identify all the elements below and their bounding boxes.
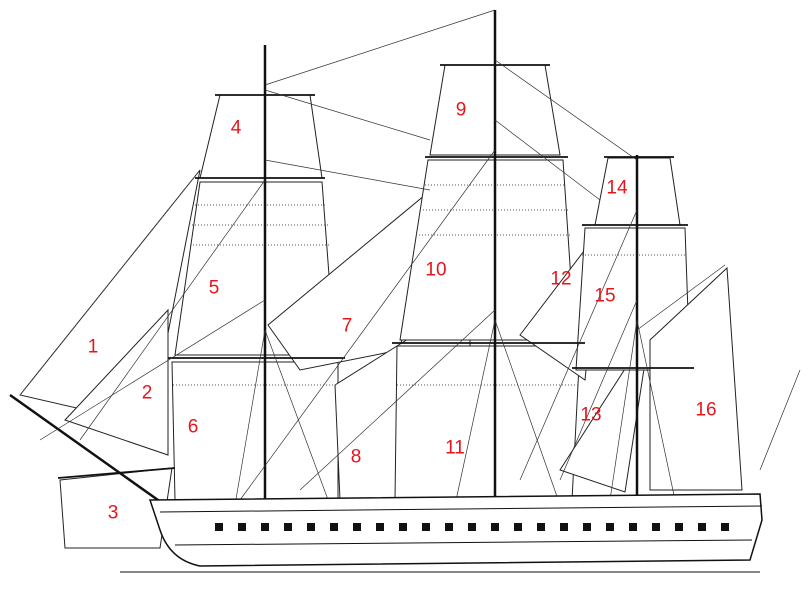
gunport — [215, 523, 223, 531]
gunport — [376, 523, 384, 531]
gunport — [537, 523, 545, 531]
sail-label-12: 12 — [550, 268, 572, 290]
sail-label-2: 2 — [141, 382, 153, 404]
sail-11 — [394, 345, 581, 501]
gunport — [491, 523, 499, 531]
sail-label-13: 13 — [580, 404, 602, 426]
gunport — [445, 523, 453, 531]
sail-label-8: 8 — [350, 446, 362, 468]
gunport — [261, 523, 269, 531]
sail-label-15: 15 — [594, 285, 616, 307]
gunport — [284, 523, 292, 531]
sail-label-4: 4 — [230, 117, 242, 139]
sail-16 — [649, 266, 743, 491]
gunport — [330, 523, 338, 531]
sail-label-7: 7 — [341, 315, 353, 337]
sail-label-11: 11 — [445, 437, 465, 459]
sail-label-6: 6 — [187, 416, 199, 438]
gunport — [468, 523, 476, 531]
hull — [148, 493, 763, 567]
sail-4 — [199, 94, 323, 179]
gunport — [399, 523, 407, 531]
gunport — [583, 523, 591, 531]
sail-label-14: 14 — [606, 177, 628, 199]
sail-2 — [64, 308, 169, 456]
gunport — [606, 523, 614, 531]
sail-label-5: 5 — [208, 277, 220, 299]
sail-label-3: 3 — [107, 502, 119, 524]
gunport — [514, 523, 522, 531]
sail-label-16: 16 — [695, 399, 717, 421]
sail-label-1: 1 — [87, 336, 99, 358]
sail-label-9: 9 — [455, 99, 467, 121]
gunport — [560, 523, 568, 531]
gunport — [238, 523, 246, 531]
gunport — [675, 523, 683, 531]
gunport — [698, 523, 706, 531]
sail-label-10: 10 — [425, 259, 447, 281]
gunport — [422, 523, 430, 531]
gunport — [721, 523, 729, 531]
gunport — [652, 523, 660, 531]
gunport — [307, 523, 315, 531]
gunport — [353, 523, 361, 531]
gunport — [629, 523, 637, 531]
